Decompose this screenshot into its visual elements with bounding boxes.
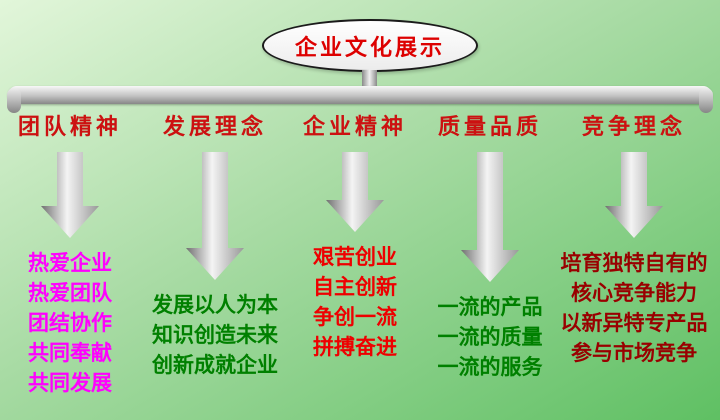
text-block: 一流的产品 一流的质量 一流的服务 [438, 292, 543, 382]
text-line: 热爱企业 [28, 251, 112, 275]
text-block: 培育独特自有的 核心竞争能力 以新异特专产品 参与市场竞争 [561, 248, 708, 368]
down-arrow-icon [41, 152, 99, 238]
text-line: 一流的服务 [437, 355, 543, 379]
text-line: 发展以人为本 [152, 293, 278, 317]
text-line: 一流的质量 [437, 325, 543, 349]
bracket-bar [7, 86, 713, 113]
down-arrow-icon [605, 152, 663, 238]
category-label: 企业精神 [302, 115, 407, 140]
column-enterprise-spirit: 企业精神 艰苦创业 自主创新 争创一流 拼搏奋进 [280, 112, 430, 362]
text-line: 培育独特自有的 [560, 251, 708, 275]
text-line: 热爱团队 [28, 281, 112, 305]
category-label: 团队精神 [17, 115, 122, 140]
text-line: 争创一流 [313, 305, 397, 329]
text-block: 艰苦创业 自主创新 争创一流 拼搏奋进 [313, 242, 397, 362]
text-line: 团结协作 [28, 311, 112, 335]
text-line: 自主创新 [313, 275, 397, 299]
down-arrow-icon [186, 152, 244, 280]
diagram-title: 企业文化展示 [294, 35, 445, 61]
down-arrow-icon [326, 152, 384, 232]
text-line: 参与市场竞争 [571, 341, 697, 365]
title-ellipse: 企业文化展示 [262, 19, 478, 72]
text-line: 创新成就企业 [152, 353, 278, 377]
column-development-philosophy: 发展理念 发展以人为本 知识创造未来 创新成就企业 [140, 112, 290, 380]
category-label: 竞争理念 [581, 115, 686, 140]
text-block: 热爱企业 热爱团队 团结协作 共同奉献 共同发展 [28, 248, 112, 398]
category-label: 质量品质 [437, 115, 542, 140]
column-quality: 质量品质 一流的产品 一流的质量 一流的服务 [415, 112, 565, 382]
column-competition-philosophy: 竞争理念 培育独特自有的 核心竞争能力 以新异特专产品 参与市场竞争 [550, 112, 718, 368]
column-team-spirit: 团队精神 热爱企业 热爱团队 团结协作 共同奉献 共同发展 [0, 112, 140, 398]
text-line: 拼搏奋进 [313, 335, 397, 359]
text-line: 艰苦创业 [313, 245, 397, 269]
text-line: 核心竞争能力 [571, 281, 697, 305]
text-line: 知识创造未来 [152, 323, 278, 347]
text-block: 发展以人为本 知识创造未来 创新成就企业 [152, 290, 278, 380]
down-arrow-icon [461, 152, 519, 282]
text-line: 共同奉献 [28, 341, 112, 365]
text-line: 以新异特专产品 [560, 311, 708, 335]
connector-stem [362, 70, 377, 88]
text-line: 共同发展 [28, 371, 112, 395]
category-label: 发展理念 [162, 115, 267, 140]
text-line: 一流的产品 [437, 295, 543, 319]
